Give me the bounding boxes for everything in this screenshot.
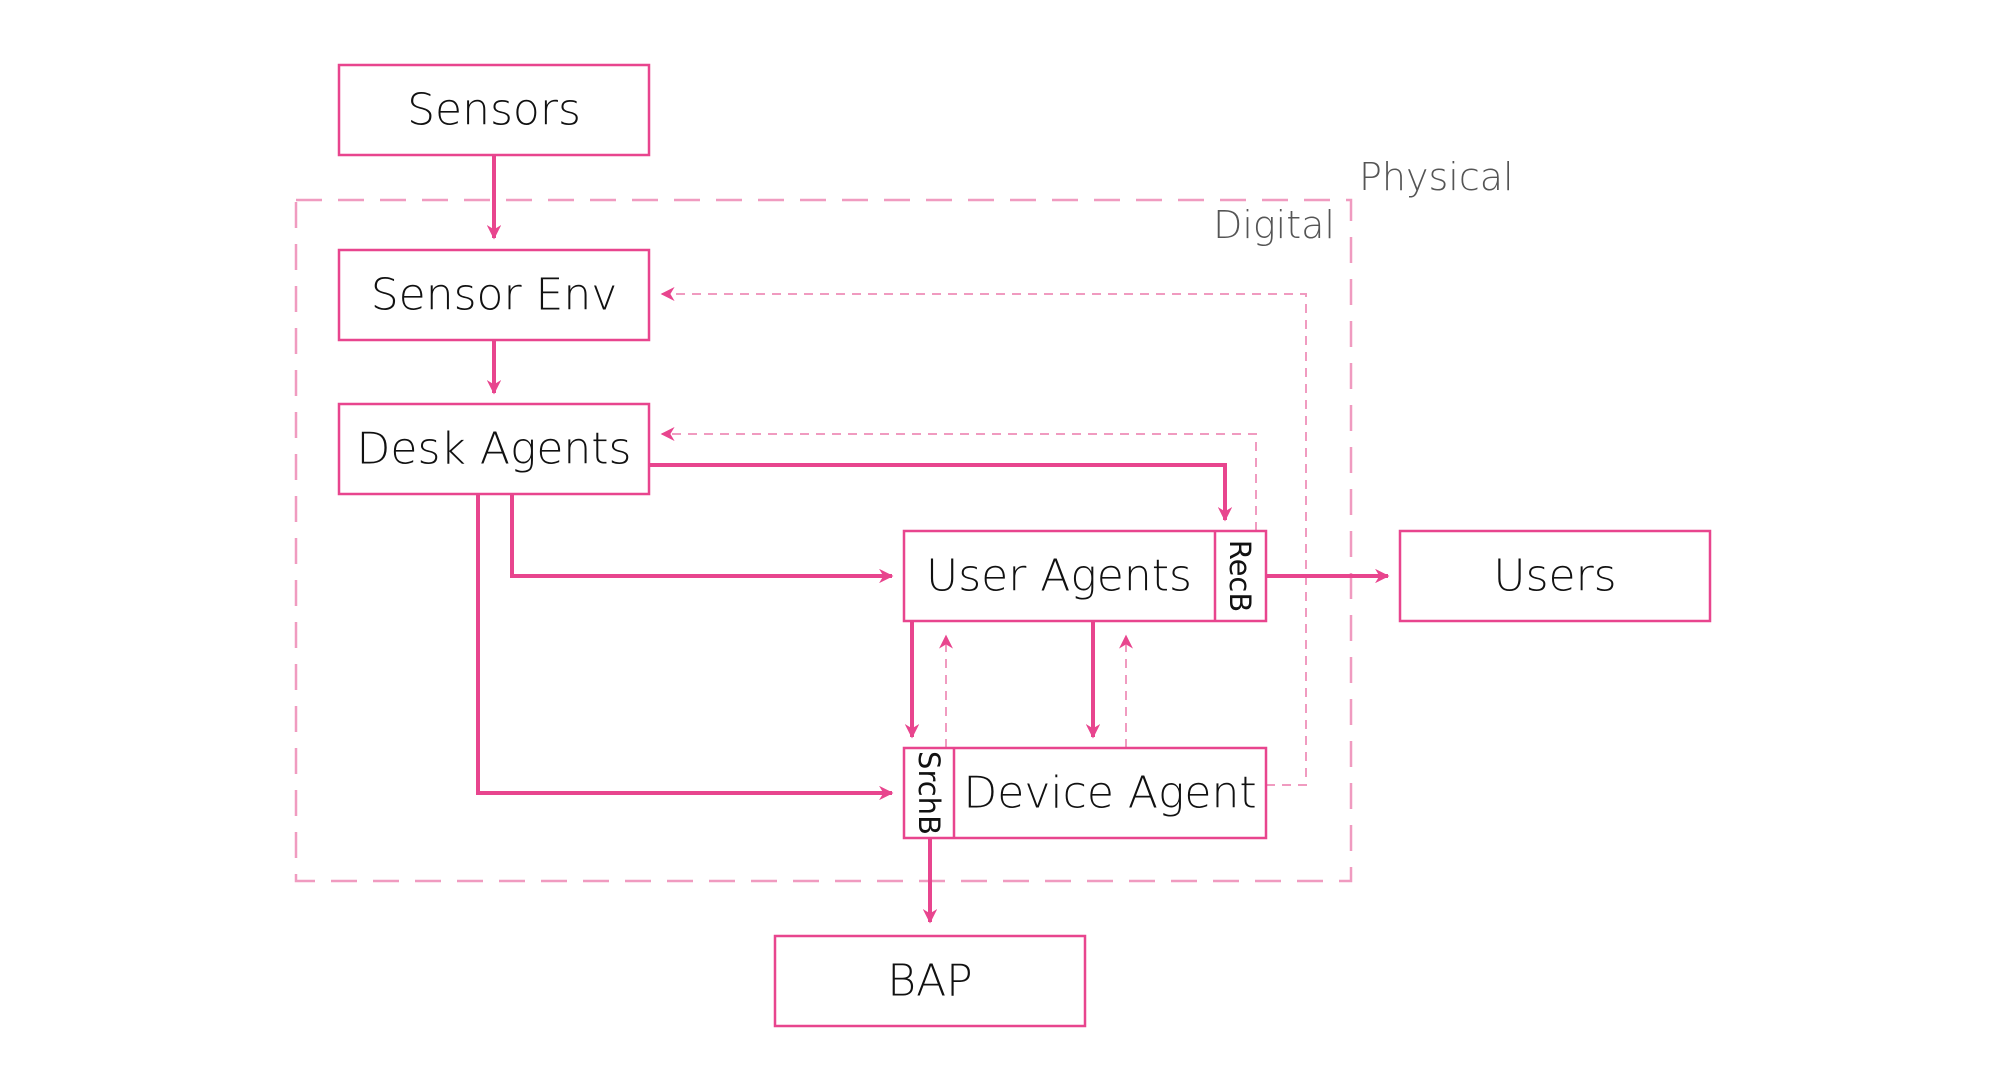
node-sensors[interactable]: Sensors bbox=[337, 63, 651, 157]
connector-recb-to-desk-agents bbox=[660, 427, 1257, 531]
node-sensors-label: Sensors bbox=[407, 85, 581, 136]
node-user-agents-label: User Agents bbox=[926, 551, 1192, 602]
connector-desk-agents-to-user-agents bbox=[510, 495, 894, 584]
port-srchb-label: SrchB bbox=[912, 751, 946, 835]
connector-desk-agents-to-recb bbox=[650, 463, 1233, 522]
node-sensor-env[interactable]: Sensor Env bbox=[337, 248, 651, 342]
node-desk-agents[interactable]: Desk Agents bbox=[337, 402, 651, 496]
connector-desk-agents-to-device-agent bbox=[476, 495, 894, 801]
node-desk-agents-label: Desk Agents bbox=[357, 424, 632, 475]
node-bap-label: BAP bbox=[887, 956, 972, 1007]
node-users[interactable]: Users bbox=[1398, 529, 1712, 623]
connector-device-agent-to-sensor-env bbox=[660, 287, 1307, 786]
digital-boundary bbox=[294, 198, 1353, 883]
node-user-agents[interactable]: User Agents RecB bbox=[902, 529, 1268, 623]
node-device-agent[interactable]: Device Agent SrchB bbox=[902, 746, 1268, 840]
node-users-label: Users bbox=[1493, 551, 1616, 602]
node-sensor-env-label: Sensor Env bbox=[371, 270, 618, 321]
digital-region-label: Digital bbox=[1213, 203, 1335, 247]
node-device-agent-label: Device Agent bbox=[963, 768, 1256, 819]
node-bap[interactable]: BAP bbox=[773, 934, 1087, 1028]
port-recb-label: RecB bbox=[1223, 540, 1257, 613]
physical-region-label: Physical bbox=[1359, 155, 1514, 199]
